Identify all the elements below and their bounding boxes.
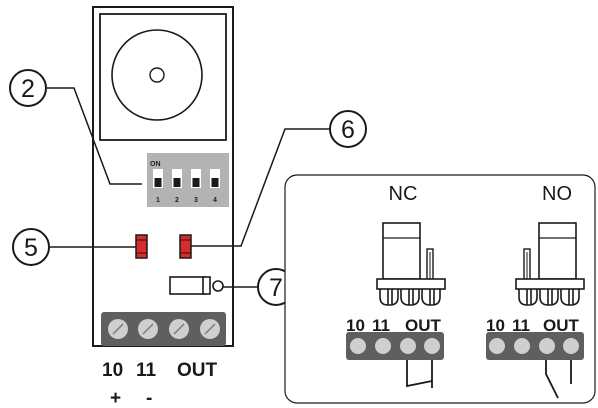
callout-5: 5 bbox=[12, 228, 136, 266]
callout-6: 6 bbox=[191, 110, 367, 247]
no-screw-out-b bbox=[563, 338, 579, 354]
buzzer-center bbox=[149, 67, 165, 83]
callout-5-label: 5 bbox=[24, 234, 38, 262]
terminal-polarity-plus: + bbox=[110, 388, 121, 408]
no-terminal-strip bbox=[486, 332, 584, 360]
jumper-connector-cap bbox=[202, 276, 211, 295]
nc-terminal-label-10: 10 bbox=[346, 316, 365, 335]
main-terminal-strip bbox=[101, 312, 226, 346]
nc-screw-10 bbox=[350, 338, 366, 354]
no-screw-out-a bbox=[539, 338, 555, 354]
dip-switch-position-2: 2 bbox=[175, 197, 179, 204]
no-screw-10 bbox=[489, 338, 505, 354]
callout-5-circle bbox=[12, 228, 50, 266]
terminal-strip-body bbox=[101, 312, 226, 346]
no-terminal-label-11: 11 bbox=[512, 316, 530, 335]
led-6-body bbox=[179, 234, 192, 259]
callout-6-leader bbox=[191, 128, 330, 247]
dip-switch-position-3: 3 bbox=[194, 197, 198, 204]
terminal-label-out: OUT bbox=[177, 360, 218, 381]
callout-6-circle bbox=[329, 110, 367, 148]
dip-switch-on-label: ON bbox=[150, 161, 161, 168]
no-terminal-label-out: OUT bbox=[543, 316, 580, 335]
callout-2-label: 2 bbox=[21, 75, 35, 103]
nc-terminal-label-out: OUT bbox=[405, 316, 442, 335]
dip-switch-knob-1 bbox=[154, 178, 162, 187]
callout-7-label: 7 bbox=[269, 274, 283, 302]
terminal-polarity-minus: - bbox=[146, 388, 152, 408]
no-configuration: NO 10 11 OUT bbox=[486, 183, 585, 399]
callout-2-leader bbox=[46, 87, 142, 185]
control-board: ON 1 2 3 4 bbox=[92, 6, 234, 408]
no-title: NO bbox=[542, 183, 572, 205]
nc-terminal-strip bbox=[346, 332, 444, 360]
jumper-connector-7[interactable] bbox=[169, 276, 224, 295]
jumper-connector-body bbox=[169, 276, 206, 295]
no-screw-11 bbox=[514, 338, 530, 354]
dip-switch-knob-4 bbox=[211, 178, 219, 187]
terminal-label-11: 11 bbox=[136, 360, 157, 381]
nc-title: NC bbox=[389, 183, 418, 205]
no-jumper-cap bbox=[538, 222, 577, 280]
callout-6-label: 6 bbox=[341, 116, 355, 144]
terminal-label-10: 10 bbox=[102, 360, 123, 381]
callout-2: 2 bbox=[9, 69, 142, 185]
nc-contact-wire bbox=[406, 360, 433, 388]
buzzer bbox=[99, 13, 227, 141]
dip-switch-knob-3 bbox=[192, 178, 200, 187]
dip-switch-knob-2 bbox=[173, 178, 181, 187]
dip-switch[interactable]: ON 1 2 3 4 bbox=[147, 153, 229, 207]
nc-pin-header bbox=[376, 278, 446, 306]
jumper-connector-pin bbox=[212, 280, 224, 292]
no-pin-header bbox=[515, 278, 585, 306]
led-6 bbox=[179, 234, 192, 259]
nc-screw-out-a bbox=[400, 338, 416, 354]
nc-jumper-cap bbox=[382, 222, 421, 280]
no-terminal-label-10: 10 bbox=[486, 316, 505, 335]
nc-screw-out-b bbox=[424, 338, 440, 354]
callout-2-circle bbox=[9, 69, 47, 107]
dip-switch-position-4: 4 bbox=[213, 197, 217, 204]
no-contact-wire bbox=[545, 360, 572, 399]
dip-switch-position-1: 1 bbox=[156, 197, 160, 204]
nc-screw-11 bbox=[375, 338, 391, 354]
led-5-body bbox=[135, 234, 148, 259]
led-5 bbox=[135, 234, 148, 259]
buzzer-outer-ring bbox=[111, 29, 203, 121]
nc-terminal-label-11: 11 bbox=[372, 316, 390, 335]
nc-configuration: NC 10 11 OUT bbox=[346, 183, 446, 388]
